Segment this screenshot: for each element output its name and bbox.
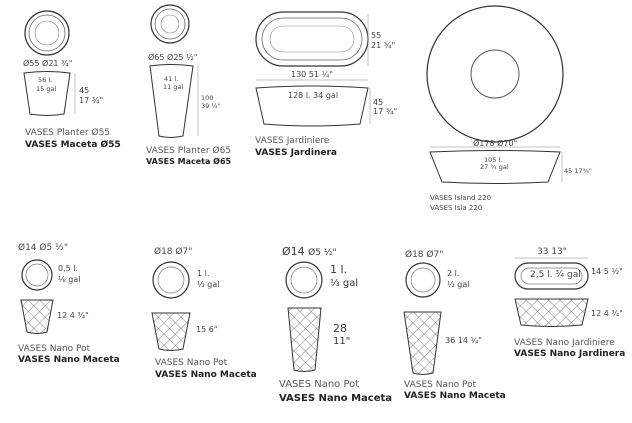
nano14b-height: 28: [333, 322, 347, 335]
nano14b-diameter: Ø14 Ø5 ½": [282, 245, 337, 258]
nano-jardiniere-width: 33 13": [537, 247, 567, 257]
nano-jardiniere-side-view: [514, 298, 589, 327]
planter55-volume-l: 56 l.: [38, 76, 53, 84]
nano14b-volume-l: 1 l.: [330, 263, 348, 276]
planter55-volume-gal: 15 gal: [36, 85, 57, 93]
island-name-es: VASES Isla 220: [430, 204, 483, 212]
nano18a-side-view: [151, 312, 191, 351]
nano18a-name-es: VASES Nano Maceta: [155, 370, 257, 380]
jardiniere-depth-in: 21 ¾": [371, 41, 396, 50]
island-volume-l: 105 l.: [484, 156, 503, 164]
nano18a-top-view: [152, 261, 190, 299]
nano14a-volume-gal: ⅛ gal: [58, 275, 81, 284]
planter65-height: 100: [201, 94, 214, 102]
jardiniere-height: 45: [373, 98, 384, 107]
jardiniere-height-in: 17 ¾": [373, 107, 398, 116]
planter65-name-en: VASES Planter Ø65: [146, 146, 232, 156]
nano14a-side-view: [20, 299, 54, 334]
nano18a-volume-gal: ⅓ gal: [197, 280, 220, 289]
jardiniere-depth: 55: [371, 31, 382, 40]
planter65-volume-l: 41 l.: [164, 75, 179, 83]
jardiniere-volume: 128 l. 34 gal: [288, 91, 339, 100]
nano14b-name-es: VASES Nano Maceta: [279, 393, 393, 404]
nano14b-volume-gal: ⅓ gal: [330, 278, 359, 289]
nano18a-volume-l: 1 l.: [197, 269, 210, 278]
nano14a-diameter: Ø14 Ø5 ½": [18, 243, 68, 253]
island-top-view: [426, 5, 564, 143]
planter55-height: 45: [79, 86, 90, 95]
jardiniere-name-es: VASES Jardinera: [255, 148, 337, 158]
nano14b-side-view: [287, 307, 322, 372]
nano18b-volume-l: 2 l.: [447, 269, 460, 278]
nano14a-name-en: VASES Nano Pot: [18, 344, 91, 354]
nano-jardiniere-height: 12 4 ¾": [591, 309, 623, 318]
nano-jardiniere-depth: 14 5 ½": [591, 267, 623, 276]
jardiniere-top-view: [255, 11, 369, 67]
planter55-top-view: [24, 10, 70, 56]
nano18a-diameter: Ø18 Ø7": [154, 247, 193, 257]
nano18b-diameter: Ø18 Ø7": [405, 250, 444, 260]
planter65-height-in: 39 ¼": [201, 102, 221, 110]
nano-jardiniere-volume: 2,5 l. ¾ gal: [530, 270, 581, 280]
island-volume-gal: 27 ¾ gal: [480, 163, 509, 171]
nano14a-top-view: [21, 259, 53, 291]
nano18b-name-es: VASES Nano Maceta: [404, 391, 506, 401]
planter65-diameter: Ø65 Ø25 ½": [148, 53, 198, 62]
planter65-volume-gal: 11 gal: [163, 83, 184, 91]
planter65-top-view: [150, 4, 190, 44]
planter55-name-en: VASES Planter Ø55: [25, 128, 111, 138]
nano14a-volume-l: 0,5 l.: [58, 264, 79, 273]
nano18b-top-view: [405, 262, 441, 298]
island-diameter: Ø178 Ø70": [473, 139, 518, 148]
jardiniere-name-en: VASES Jardiniere: [255, 136, 330, 146]
nano18b-name-en: VASES Nano Pot: [404, 380, 477, 390]
planter65-side-view: [149, 64, 199, 138]
island-name-en: VASES Island 220: [430, 194, 492, 202]
nano-jardiniere-top-view: [514, 257, 589, 290]
planter55-diameter: Ø55 Ø21 ¾": [23, 59, 73, 68]
jardiniere-side-view: [255, 79, 371, 127]
nano18a-height: 15 6": [196, 325, 218, 334]
planter55-height-in: 17 ¾": [79, 96, 104, 105]
island-height: 45 17¾": [564, 167, 592, 175]
nano-jardiniere-name-en: VASES Nano Jardiniere: [514, 338, 615, 348]
nano18a-name-en: VASES Nano Pot: [155, 358, 228, 368]
planter55-name-es: VASES Maceta Ø55: [25, 140, 121, 150]
nano14a-name-es: VASES Nano Maceta: [18, 355, 120, 365]
island-side-view: [429, 146, 563, 184]
jardiniere-width: 130 51 ¼": [291, 70, 333, 79]
nano14a-height: 12 4 ¾": [57, 311, 89, 320]
planter55-side-view: [23, 71, 76, 116]
planter65-name-es: VASES Maceta Ø65: [146, 157, 232, 166]
nano14b-top-view: [285, 261, 323, 299]
nano18b-volume-gal: ½ gal: [447, 280, 470, 289]
nano14b-name-en: VASES Nano Pot: [279, 379, 360, 390]
nano-jardiniere-name-es: VASES Nano Jardinera: [514, 349, 626, 359]
nano14b-height-in: 11": [333, 336, 351, 347]
nano18b-side-view: [403, 311, 442, 375]
nano18b-height: 36 14 ¼": [445, 336, 482, 345]
